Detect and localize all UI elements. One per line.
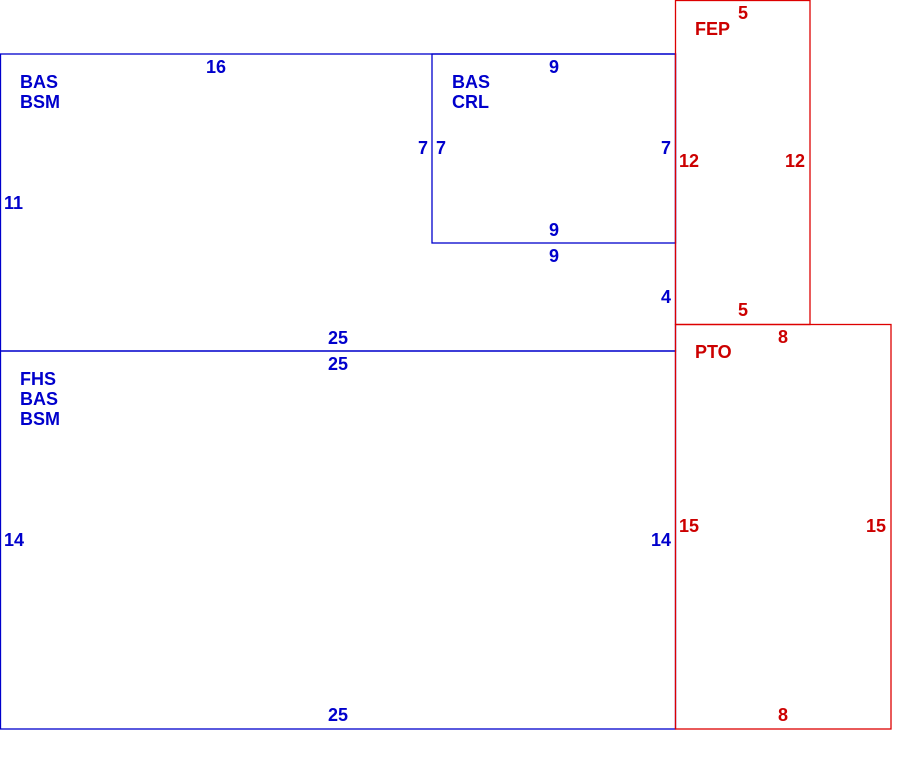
room-pto-outline	[674, 323, 892, 730]
room-bas-bsm-outline	[0, 53, 677, 352]
pto-top-dimension: 8	[778, 327, 788, 347]
fhs-bas-bsm-top-dimension: 25	[328, 354, 348, 374]
bas-bsm-top-dimension: 16	[206, 57, 226, 77]
bas-crl-top-dimension: 9	[549, 57, 559, 77]
bas-crl-bottom-inside-dimension: 9	[549, 220, 559, 240]
room-bas-bsm-label-line1: BAS	[20, 72, 58, 92]
pto-left-dimension: 15	[679, 516, 699, 536]
bas-bsm-left-dimension: 11	[4, 193, 23, 213]
room-pto-label: PTO	[695, 342, 732, 362]
fep-top-dimension: 5	[738, 3, 748, 23]
fep-bottom-dimension: 5	[738, 300, 748, 320]
room-fhs-bas-bsm-label-line3: BSM	[20, 409, 60, 429]
room-bas-bsm-label-line2: BSM	[20, 92, 60, 112]
room-bas-crl-label-line2: CRL	[452, 92, 489, 112]
room-fhs-bas-bsm-outline	[0, 350, 677, 730]
bas-crl-left-dimension: 7	[436, 138, 446, 158]
room-fep-label: FEP	[695, 19, 730, 39]
pto-bottom-dimension: 8	[778, 705, 788, 725]
bas-bsm-right-upper-dimension: 7	[418, 138, 428, 158]
bas-bsm-right-lower-dimension: 4	[661, 287, 671, 307]
fhs-bas-bsm-left-dimension: 14	[4, 530, 24, 550]
fhs-bas-bsm-bottom-dimension: 25	[328, 705, 348, 725]
room-bas-crl-label-line1: BAS	[452, 72, 490, 92]
bas-crl-right-dimension: 7	[661, 138, 671, 158]
fhs-bas-bsm-right-dimension: 14	[651, 530, 671, 550]
pto-right-dimension: 15	[866, 516, 886, 536]
bas-crl-bottom-outside-dimension: 9	[549, 246, 559, 266]
fep-right-dimension: 12	[785, 151, 805, 171]
fep-left-dimension: 12	[679, 151, 699, 171]
room-fhs-bas-bsm-label-line2: BAS	[20, 389, 58, 409]
room-fhs-bas-bsm-label-line1: FHS	[20, 369, 56, 389]
bas-bsm-bottom-dimension: 25	[328, 328, 348, 348]
